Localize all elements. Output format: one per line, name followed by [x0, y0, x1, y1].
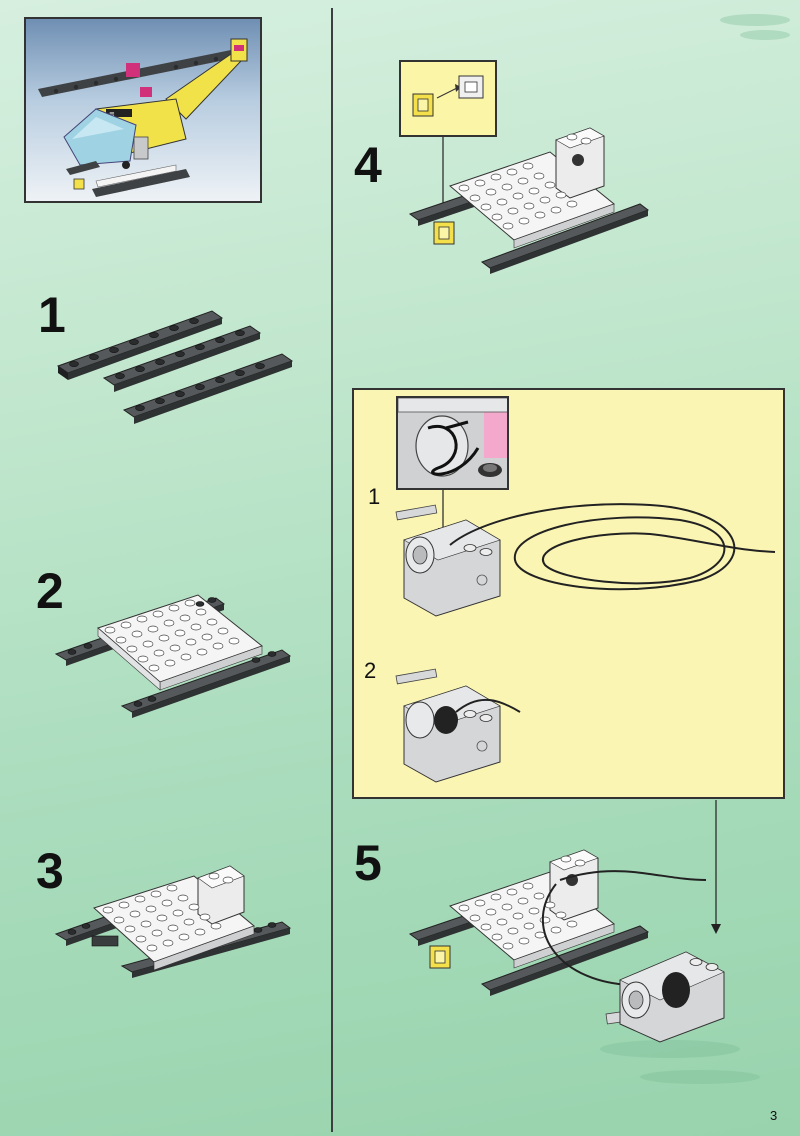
background-splash — [640, 1070, 760, 1084]
step-2-illustration — [54, 594, 292, 718]
substep-number: 1 — [368, 484, 381, 509]
page-number: 3 — [770, 1108, 778, 1123]
string-knot-closeup — [396, 396, 509, 490]
finished-model-preview: ≡ — [24, 17, 262, 203]
step-number: 2 — [36, 563, 64, 619]
step-1-illustration — [56, 310, 294, 424]
part-callout — [399, 60, 497, 137]
svg-text:≡: ≡ — [109, 110, 115, 118]
helicopter-illustration: ≡ — [38, 38, 248, 197]
background-splash — [740, 30, 790, 40]
step-number: 4 — [354, 137, 382, 193]
background-splash — [600, 1040, 740, 1058]
step-number: 3 — [36, 843, 64, 899]
column-divider — [331, 8, 333, 1132]
knot-closeup-art — [398, 398, 507, 488]
step-3-illustration — [54, 865, 292, 978]
part-callout-art — [412, 75, 484, 117]
dark-gray-plate — [56, 310, 224, 380]
substep-number: 2 — [364, 658, 377, 683]
background-splash — [720, 14, 790, 26]
step-number: 5 — [354, 835, 382, 891]
step-number: 1 — [38, 287, 66, 343]
